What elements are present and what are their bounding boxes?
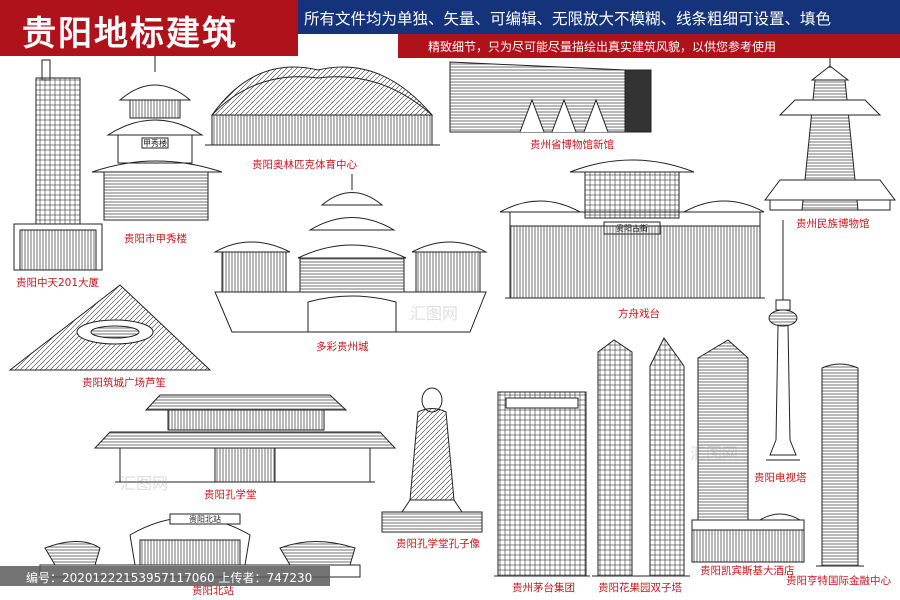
north-station-sign-text: 贵阳北站 xyxy=(189,514,221,524)
fangzhou-stage-drawing xyxy=(499,159,765,299)
tv-tower-drawing xyxy=(766,220,800,461)
jiaxiu-plaque-text: 甲秀楼 xyxy=(143,138,167,148)
north-station-drawing xyxy=(39,513,361,578)
footer-banner: 编号：20201222153957117060 上传者：747230 xyxy=(0,566,330,586)
kongxue-hall-drawing xyxy=(93,394,397,483)
jiaxiu-pavilion-drawing xyxy=(91,56,223,221)
description-text: 所有文件均为单独、矢量、可编辑、无限放大不模糊、线条粗细可设置、填色 xyxy=(304,10,832,28)
zhongtian-tower-drawing xyxy=(13,59,103,271)
subtitle-banner: 精致细节，只为尽可能尽量描绘出真实建筑风貌，以供您参考使用 xyxy=(398,34,900,58)
kempinski-hotel-drawing xyxy=(691,339,805,563)
page-title: 贵阳地标建筑 xyxy=(22,14,238,54)
watermark-text: 汇图网 xyxy=(120,474,169,493)
label-duocai: 多彩贵州城 xyxy=(316,341,369,353)
subtitle-text: 精致细节，只为尽可能尽量描绘出真实建筑风貌，以供您参考使用 xyxy=(428,40,777,54)
label-lusheng: 贵阳筑城广场芦笙 xyxy=(82,377,166,389)
label-confucius: 贵阳孔学堂孔子像 xyxy=(396,538,480,550)
olympic-stadium-drawing xyxy=(205,66,440,146)
label-jiaxiu: 贵阳市甲秀楼 xyxy=(124,233,187,245)
maotai-group-drawing xyxy=(494,391,590,577)
label-zhongtian: 贵阳中天201大厦 xyxy=(16,277,100,289)
label-ethnic: 贵州民族博物馆 xyxy=(796,218,870,230)
label-kongxue: 贵阳孔学堂 xyxy=(204,489,257,501)
footer-id-text: 编号：20201222153957117060 上传者：747230 xyxy=(26,571,313,585)
duocai-guizhou-drawing xyxy=(213,174,488,333)
provincial-museum-drawing xyxy=(449,61,652,133)
label-maotai: 贵州茅台集团 xyxy=(512,582,575,594)
label-hengte: 贵阳亨特国际金融中心 xyxy=(786,575,891,587)
description-banner: 所有文件均为单独、矢量、可编辑、无限放大不模糊、线条粗细可设置、填色 xyxy=(298,0,900,34)
label-twin: 贵阳花果园双子塔 xyxy=(598,582,682,594)
ethnic-museum-drawing xyxy=(764,58,896,211)
label-north: 贵阳北站 xyxy=(192,585,234,597)
label-fangzhou: 方舟戏台 xyxy=(618,308,660,320)
label-olympic: 贵阳奥林匹克体育中心 xyxy=(252,159,357,171)
hengte-ifc-drawing xyxy=(816,363,864,567)
label-tvtower: 贵阳电视塔 xyxy=(754,472,807,484)
confucius-statue-drawing xyxy=(381,387,483,533)
lusheng-sculpture-drawing xyxy=(8,284,212,371)
label-museum: 贵州省博物馆新馆 xyxy=(530,139,614,151)
watermark-text: 汇图网 xyxy=(690,444,739,463)
title-banner: 贵阳地标建筑 xyxy=(0,0,298,56)
label-kempinski: 贵阳凯宾斯基大酒店 xyxy=(700,565,795,577)
fangzhou-plaque-text: 贵阳古街 xyxy=(616,223,648,233)
watermark-text: 汇图网 xyxy=(410,304,459,323)
twin-towers-drawing xyxy=(592,337,690,577)
